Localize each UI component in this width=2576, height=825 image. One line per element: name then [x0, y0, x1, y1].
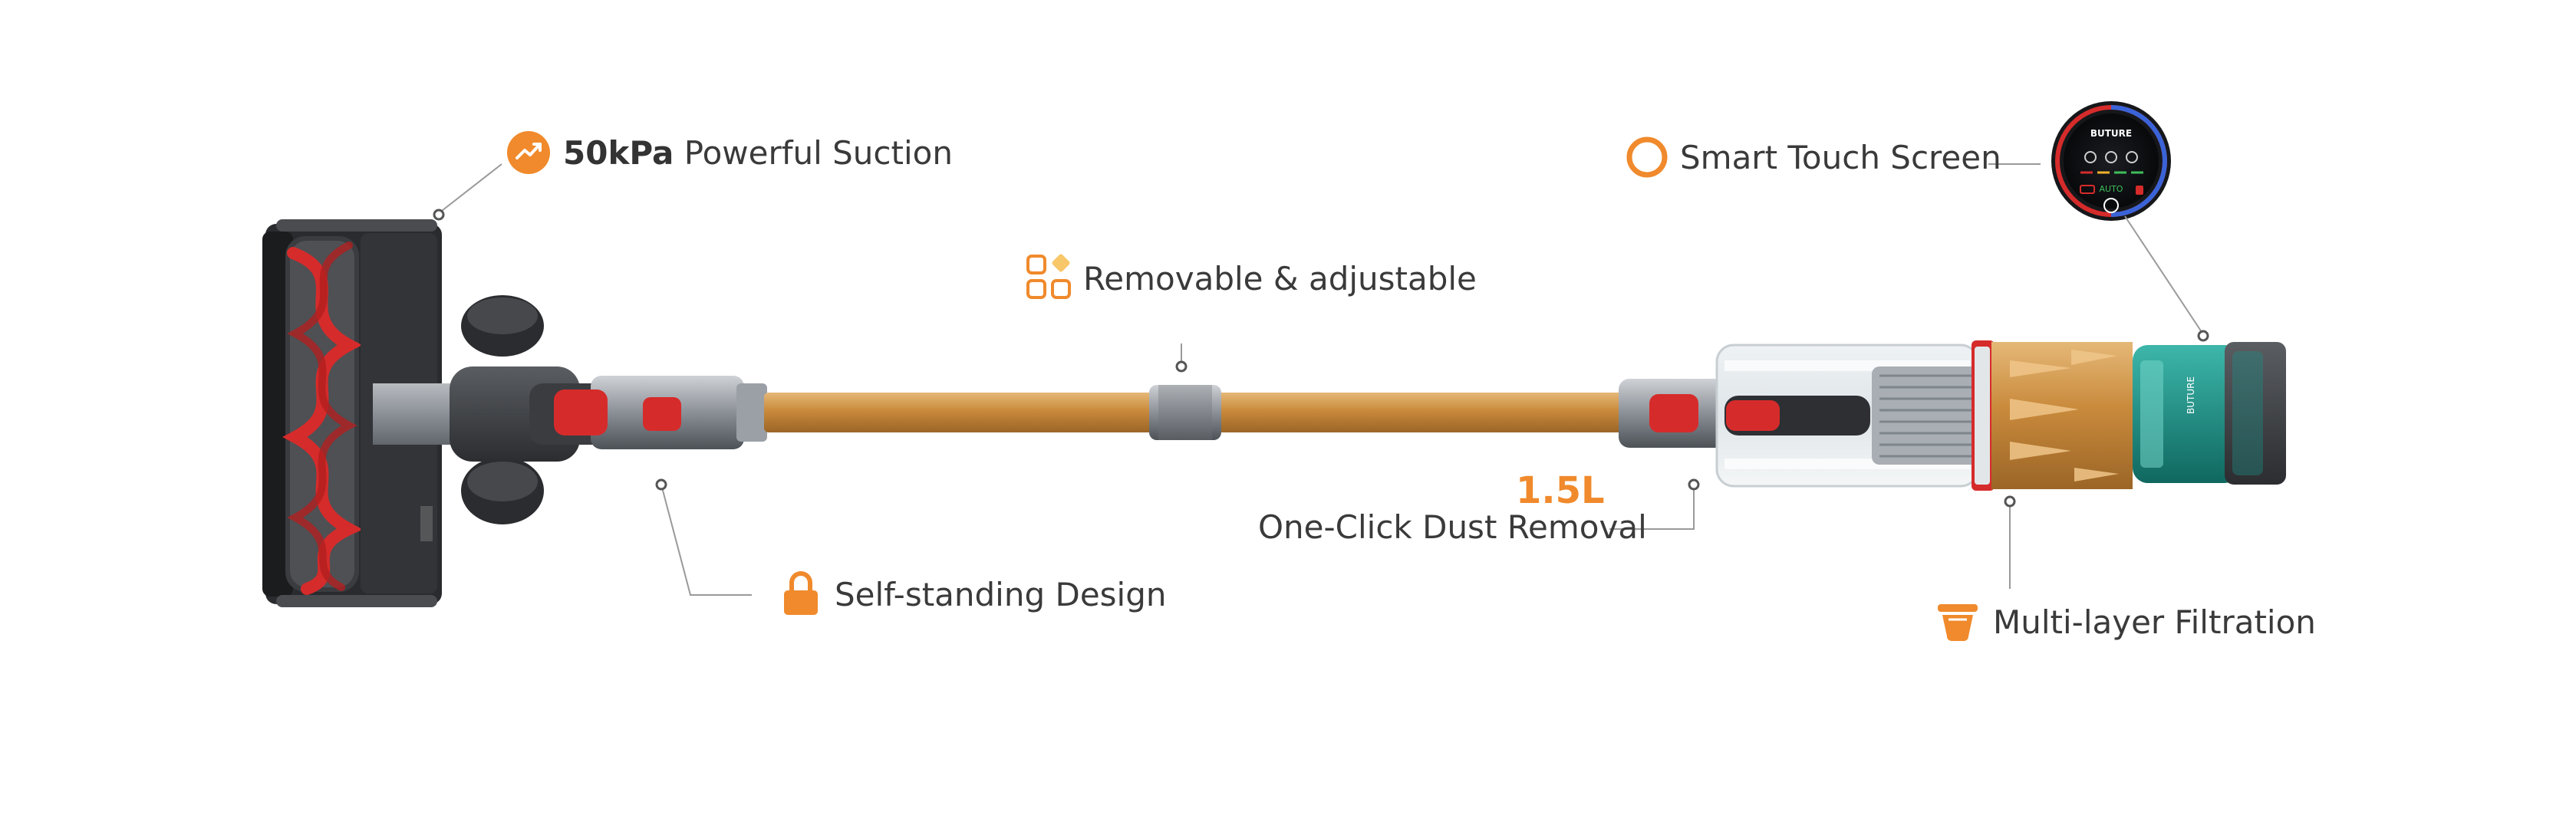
- suction-label: 50kPa Powerful Suction: [563, 135, 953, 172]
- lock-icon: [784, 571, 818, 615]
- body-brand-text: BUTURE: [2186, 376, 2196, 414]
- handle-connector: [1619, 379, 1734, 448]
- trend-up-icon: [507, 131, 550, 174]
- ring-icon: [1626, 136, 1668, 178]
- suction-value: 50kPa: [563, 134, 674, 172]
- suction-text: Powerful Suction: [684, 134, 953, 172]
- filtration-label: Multi-layer Filtration: [1993, 603, 2316, 641]
- brush-connector: [554, 376, 767, 449]
- grid-icon: [1026, 254, 1071, 299]
- callout-dots: [433, 209, 2209, 508]
- floor-brush: [262, 219, 442, 607]
- dust-removal-label: One-Click Dust Removal: [1258, 508, 1647, 546]
- removable-label: Removable & adjustable: [1083, 260, 1477, 297]
- capacity-value: 1.5L: [1516, 469, 1605, 512]
- screen-brand-text: BUTURE: [2090, 128, 2132, 139]
- screen-mode-text: AUTO: [2100, 184, 2123, 194]
- main-body: BUTURE: [1715, 340, 2286, 491]
- self-standing-label: Self-standing Design: [835, 576, 1167, 613]
- touch-screen-label: Smart Touch Screen: [1680, 139, 2001, 176]
- callout-lines: [438, 163, 2204, 596]
- extension-tube: [764, 385, 1631, 440]
- cup-icon: [1938, 604, 1978, 641]
- smart-screen: BUTURE AUTO: [2051, 101, 2171, 221]
